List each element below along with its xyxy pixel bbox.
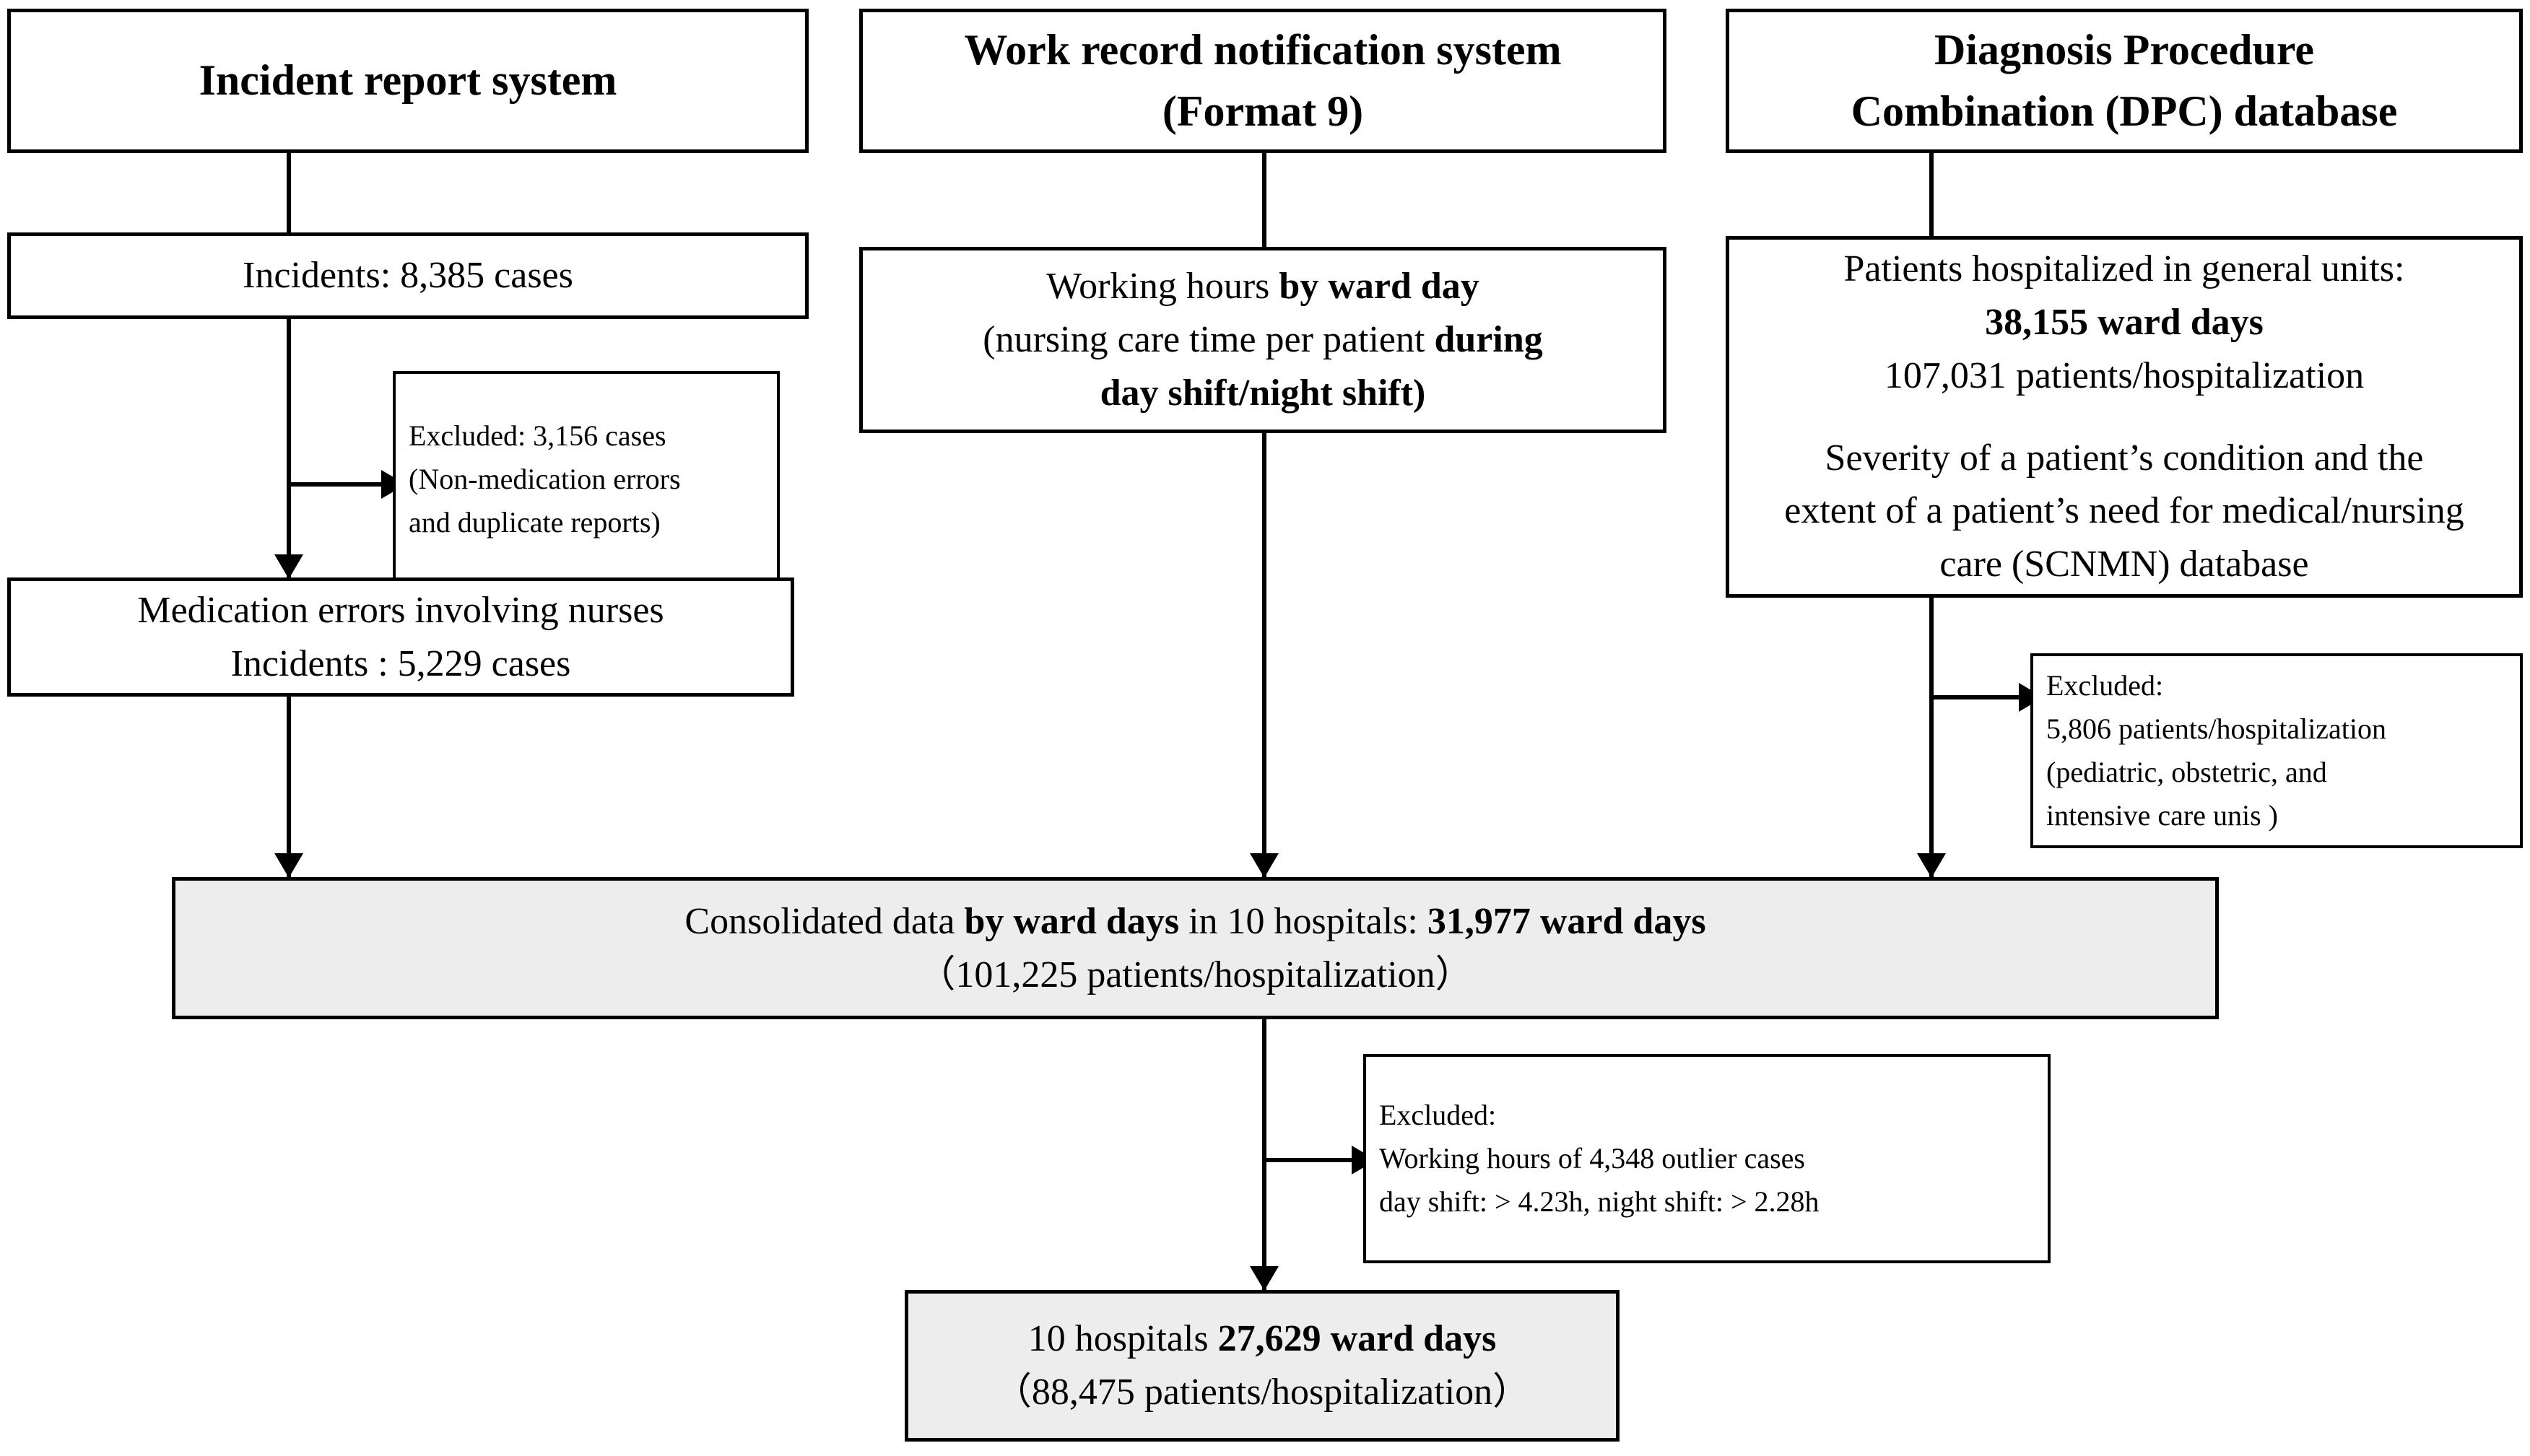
consolidated-line1-bold1: by ward days — [964, 900, 1180, 942]
node-dpc-patients[interactable]: Patients hospitalized in general units: … — [1726, 236, 2523, 598]
excluded-incidents-line1: Excluded: 3,156 cases — [409, 419, 666, 452]
edge-hours-to-consolidated-arrowhead — [1250, 853, 1279, 878]
edge-consolidated-to-outlier-stem — [1262, 1158, 1363, 1162]
node-dpc-database[interactable]: Diagnosis Procedure Combination (DPC) da… — [1726, 9, 2523, 153]
node-excluded-dpc[interactable]: Excluded: 5,806 patients/hospitalization… — [2030, 653, 2523, 848]
excluded-outliers-line3: day shift: > 4.23h, night shift: > 2.28h — [1379, 1185, 1820, 1218]
edge-medication-to-consolidated-arrowhead — [274, 853, 303, 878]
edge-consolidated-to-final — [1262, 1019, 1266, 1290]
dpc-scnmn-line2: extent of a patient’s need for medical/n… — [1784, 490, 2464, 532]
node-working-hours[interactable]: Working hours by ward day (nursing care … — [859, 247, 1666, 433]
incidents-count-text: Incidents: 8,385 cases — [243, 255, 573, 297]
node-consolidated-data[interactable]: Consolidated data by ward days in 10 hos… — [172, 877, 2219, 1019]
working-hours-line3: day shift/night shift) — [1100, 372, 1426, 414]
final-line2: （88,475 patients/hospitalization） — [994, 1372, 1531, 1413]
work-record-title-line2: (Format 9) — [1162, 87, 1364, 135]
working-hours-line1-plain: Working hours — [1046, 266, 1279, 308]
edge-hours-to-consolidated — [1262, 433, 1266, 877]
final-line1: 10 hospitals 27,629 ward days — [908, 1312, 1616, 1366]
dpc-title-line1: Diagnosis Procedure — [1934, 25, 2315, 74]
consolidated-line2: （101,225 patients/hospitalization） — [918, 954, 1473, 995]
excluded-outliers-line1: Excluded: — [1379, 1099, 1497, 1131]
edge-dpc-to-excluded-stem — [1929, 695, 2030, 699]
work-record-title-line1: Work record notification system — [964, 25, 1562, 74]
edge-dpc-header-to-patients — [1929, 153, 1934, 236]
edge-workrecord-header-to-hours — [1262, 153, 1266, 247]
dpc-title-line2: Combination (DPC) database — [1851, 87, 2398, 135]
node-excluded-incidents[interactable]: Excluded: 3,156 cases (Non-medication er… — [393, 371, 780, 588]
medication-errors-line1: Medication errors involving nurses — [137, 589, 664, 631]
excluded-incidents-line3: and duplicate reports) — [409, 506, 661, 539]
working-hours-line2: (nursing care time per patient during — [863, 313, 1663, 367]
excluded-dpc-line2: 5,806 patients/hospitalization — [2046, 712, 2387, 745]
edge-incident-header-to-incidents — [287, 153, 291, 232]
edge-incidents-trunk — [287, 318, 291, 577]
final-line1-bold: 27,629 ward days — [1217, 1318, 1497, 1360]
excluded-dpc-line3: (pediatric, obstetric, and — [2046, 756, 2327, 788]
node-final-sample[interactable]: 10 hospitals 27,629 ward days （88,475 pa… — [905, 1290, 1620, 1442]
medication-errors-line2: Incidents : 5,229 cases — [230, 642, 571, 684]
node-medication-errors[interactable]: Medication errors involving nurses Incid… — [7, 577, 794, 697]
consolidated-line1-part1: Consolidated data — [684, 900, 965, 942]
dpc-patients-line1: Patients hospitalized in general units: — [1843, 248, 2405, 290]
excluded-dpc-line4: intensive care unis ) — [2046, 799, 2278, 832]
edge-incidents-to-excluded-stem — [287, 482, 393, 487]
incident-report-system-title: Incident report system — [199, 56, 617, 105]
edge-consolidated-to-final-arrowhead — [1250, 1266, 1279, 1291]
edge-medication-to-consolidated — [287, 697, 291, 877]
edge-incidents-to-medication-arrowhead — [274, 554, 303, 579]
working-hours-line1: Working hours by ward day — [863, 260, 1663, 313]
consolidated-line1-bold2: 31,977 ward days — [1427, 900, 1706, 942]
dpc-patients-ward-days: 38,155 ward days — [1985, 301, 2264, 343]
excluded-incidents-line2: (Non-medication errors — [409, 463, 681, 495]
node-work-record-notification-system[interactable]: Work record notification system (Format … — [859, 9, 1666, 153]
consolidated-line1: Consolidated data by ward days in 10 hos… — [175, 895, 2215, 949]
node-excluded-outliers[interactable]: Excluded: Working hours of 4,348 outlier… — [1363, 1054, 2051, 1263]
consolidated-line1-part2: in 10 hospitals: — [1179, 900, 1427, 942]
working-hours-line2-bold: during — [1434, 319, 1543, 361]
working-hours-line2-plain: (nursing care time per patient — [983, 319, 1435, 361]
node-incidents-count[interactable]: Incidents: 8,385 cases — [7, 232, 809, 319]
working-hours-line1-bold: by ward day — [1279, 266, 1479, 308]
edge-dpc-to-consolidated-arrowhead — [1917, 853, 1946, 878]
edge-dpc-trunk — [1929, 598, 1934, 879]
node-incident-report-system[interactable]: Incident report system — [7, 9, 809, 153]
dpc-scnmn-line3: care (SCNMN) database — [1939, 544, 2309, 585]
final-line1-plain: 10 hospitals — [1027, 1318, 1218, 1360]
dpc-patients-hospitalization: 107,031 patients/hospitalization — [1884, 354, 2365, 396]
excluded-outliers-line2: Working hours of 4,348 outlier cases — [1379, 1142, 1805, 1174]
excluded-dpc-line1: Excluded: — [2046, 669, 2164, 702]
dpc-scnmn-line1: Severity of a patient’s condition and th… — [1825, 437, 2424, 479]
